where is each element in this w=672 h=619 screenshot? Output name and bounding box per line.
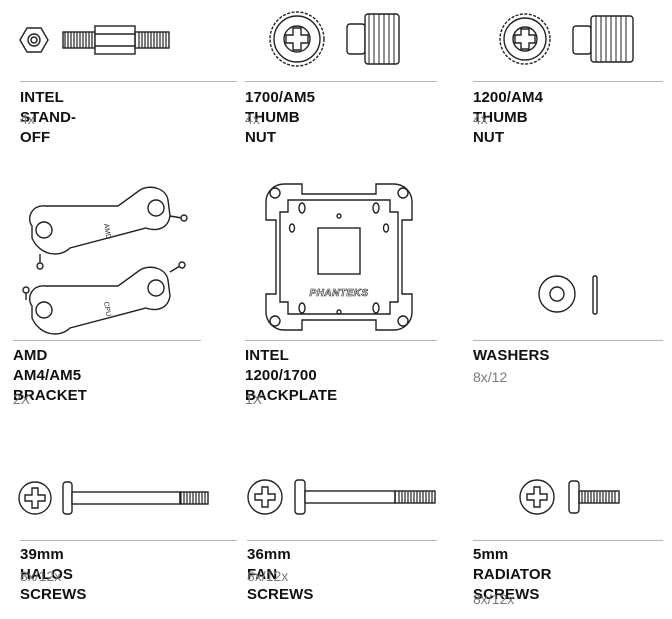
- item-quantity: 1X: [245, 391, 263, 407]
- divider: [473, 540, 663, 541]
- item-quantity: 8x/12x: [20, 568, 62, 584]
- item-name: 1200/AM4 THUMB NUT: [473, 89, 544, 146]
- item-name: 39mm HALOS SCREWS: [20, 546, 87, 603]
- standoff-icon: [19, 25, 170, 55]
- item-quantity: 2X: [13, 391, 31, 407]
- item-name: INTEL 1200/1700 BACKPLATE: [245, 347, 338, 404]
- item-quantity: 8x/12: [473, 369, 508, 385]
- screw-icon: [247, 479, 436, 515]
- item-quantity: 4x: [245, 111, 260, 127]
- backplate-brand-logo: PHANTEKS: [309, 288, 368, 299]
- item-name: WASHERS: [473, 347, 550, 364]
- item-name: AMD AM4/AM5 BRACKET: [13, 347, 88, 404]
- divider: [247, 540, 437, 541]
- item-quantity: 4x: [20, 111, 35, 127]
- thumb-nut-icon: [499, 13, 634, 65]
- divider: [13, 340, 201, 341]
- item-quantity: 8x/12x: [247, 568, 289, 584]
- item-quantity: 4x: [473, 111, 488, 127]
- divider: [20, 540, 237, 541]
- divider: [245, 81, 437, 82]
- backplate-icon: PHANTEKS: [265, 183, 413, 331]
- divider: [20, 81, 237, 82]
- item-quantity: 8x/12x: [473, 591, 515, 607]
- screw-icon: [519, 479, 620, 515]
- item-name: 36mm FAN SCREWS: [247, 546, 314, 603]
- screw-icon: [18, 481, 209, 515]
- bracket-label-cpu: CPU: [102, 301, 111, 317]
- divider: [473, 340, 663, 341]
- thumb-nut-icon: [269, 11, 400, 67]
- bracket-icon: AMD CPU: [22, 186, 188, 335]
- item-name: 5mm RADIATOR SCREWS: [473, 546, 552, 603]
- divider: [245, 340, 437, 341]
- bracket-label-amd: AMD: [102, 223, 112, 240]
- item-name: INTEL STAND-OFF: [20, 89, 77, 146]
- washer-icon: [538, 275, 598, 315]
- item-name: 1700/AM5 THUMB NUT: [245, 89, 316, 146]
- divider: [473, 81, 663, 82]
